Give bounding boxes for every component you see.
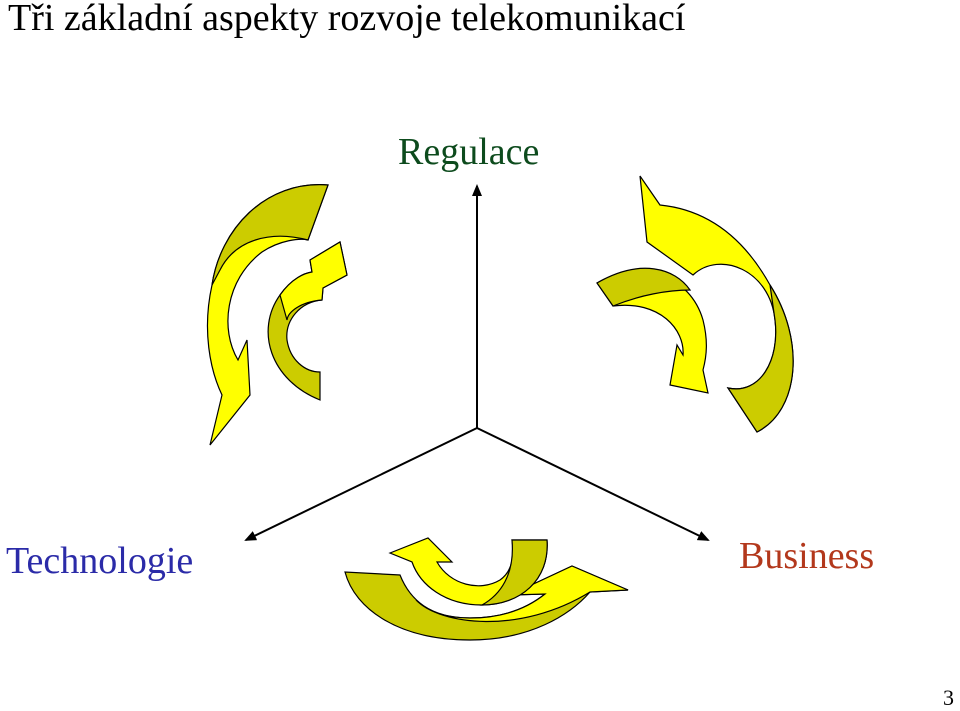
curved-arrow-left-outer-shade — [211, 184, 329, 286]
axis-business — [476, 427, 710, 541]
axis-label-regulace: Regulace — [398, 131, 540, 173]
curved-arrows-right — [596, 175, 794, 433]
axis-label-technologie: Technologie — [6, 540, 194, 582]
curved-arrows-left — [206, 184, 348, 446]
axis-technologie — [244, 427, 478, 541]
curved-arrows-bottom — [344, 537, 629, 641]
page-title: Tři základní aspekty rozvoje telekomunik… — [8, 0, 686, 39]
axis-label-business: Business — [739, 535, 875, 577]
curved-arrow-right-outer-shade — [726, 284, 794, 433]
curved-arrow-right-inner-shade — [596, 267, 692, 307]
curved-arrow-left-inner-light — [279, 241, 348, 321]
page-number: 3 — [943, 685, 954, 710]
axes — [244, 184, 710, 541]
curved-arrow-bottom-inner-shade — [479, 539, 548, 606]
